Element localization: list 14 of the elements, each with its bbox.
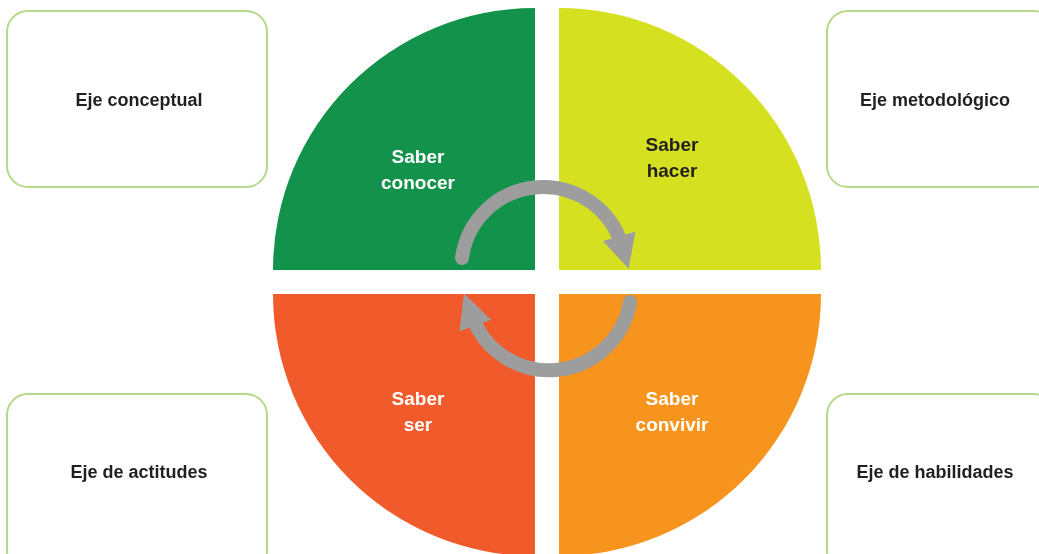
curved-arrow	[455, 179, 635, 269]
axis-box	[6, 10, 268, 188]
axis-label: Eje de habilidades	[856, 461, 1014, 483]
axis-label: Eje metodológico	[860, 89, 1010, 111]
axis-label: Eje conceptual	[75, 89, 203, 111]
quadrant-label: Saber conocer	[381, 145, 455, 195]
curved-arrow	[460, 294, 637, 378]
axis-box	[826, 10, 1039, 188]
quadrant-label: Saber convivir	[635, 387, 709, 437]
axis-box	[6, 393, 268, 554]
axis-label: Eje de actitudes	[70, 461, 208, 483]
axis-box	[826, 393, 1039, 554]
quadrant-label: Saber ser	[391, 387, 445, 437]
quadrant-label: Saber hacer	[645, 133, 699, 183]
